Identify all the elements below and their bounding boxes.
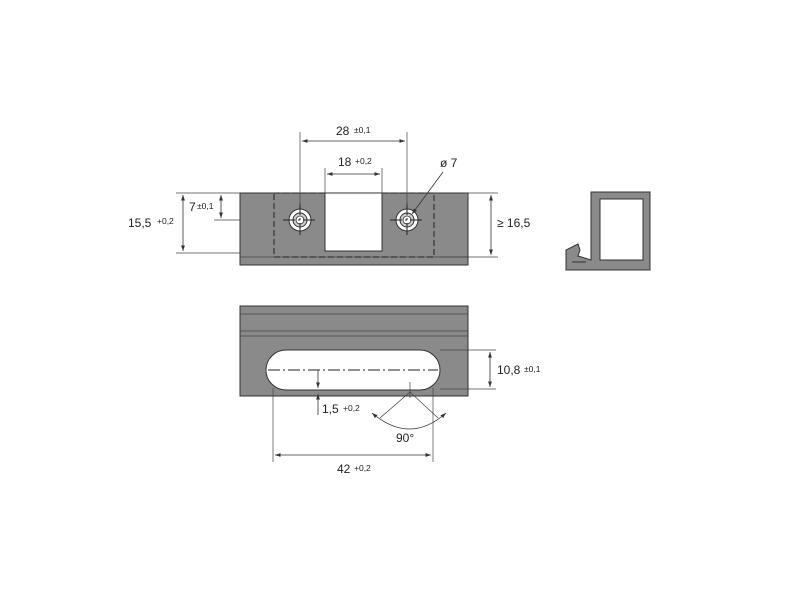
dim-total-height: 15,5 (128, 216, 152, 230)
hidden-outline (273, 192, 435, 258)
center-opening (324, 192, 383, 252)
dim-hole-spacing: 28 (336, 124, 350, 138)
left-screw-hole (283, 203, 317, 237)
dim-min-height: ≥ 16,5 (497, 216, 531, 230)
dim-slot-length: 42 (337, 462, 351, 476)
side-profile (565, 191, 651, 271)
dim-hole-offset: 7 (189, 200, 196, 214)
dim-slot-offset: 1,5 (322, 402, 339, 416)
dim-slot-offset-tol: +0,2 (343, 403, 360, 413)
dim-slot-width-tol: +0,2 (355, 156, 372, 166)
front-view: 10,8 ±0,1 1,5 +0,2 90° 42 +0,2 (239, 305, 541, 476)
dim-angle: 90° (396, 431, 414, 445)
right-screw-hole (390, 203, 424, 237)
dim-slot-height-tol: ±0,1 (524, 364, 541, 374)
dim-hole-offset-tol: ±0,1 (197, 201, 214, 211)
dim-slot-width: 18 (338, 155, 352, 169)
top-view: 28 ±0,1 18 +0,2 ø 7 15,5 +0,2 7 ±0,1 ≥ 1… (128, 124, 531, 266)
dim-hole-spacing-tol: ±0,1 (354, 125, 371, 135)
dim-total-height-tol: +0,2 (157, 216, 174, 226)
dim-hole-diameter: ø 7 (440, 156, 458, 170)
dim-slot-height: 10,8 (497, 363, 521, 377)
profile-cavity (599, 198, 644, 261)
dim-slot-length-tol: +0,2 (354, 463, 371, 473)
